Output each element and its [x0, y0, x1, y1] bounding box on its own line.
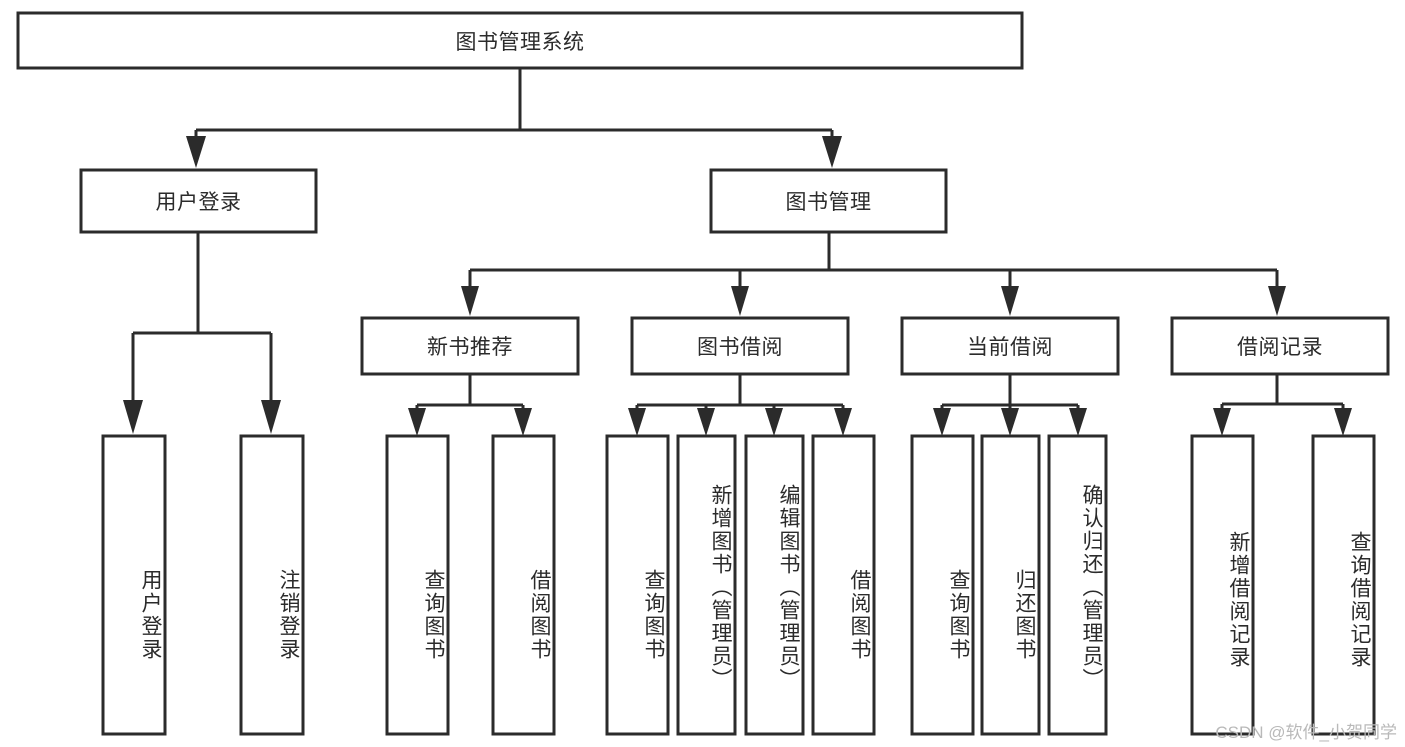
leaf-bb-3-box[interactable] — [811, 434, 876, 736]
node-user-login-box[interactable] — [79, 168, 318, 234]
arrow-to-leaf-nbr-0 — [408, 408, 426, 436]
node-root-box[interactable] — [16, 11, 1024, 70]
arrow-to-book-manage — [822, 136, 842, 168]
arrow-to-leaf-bb-0 — [628, 408, 646, 436]
leaf-nbr-1-box[interactable] — [491, 434, 556, 736]
node-new-book-recommend-box[interactable] — [360, 316, 580, 376]
leaf-bb-0-box[interactable] — [605, 434, 670, 736]
leaf-br-1-box[interactable] — [1311, 434, 1376, 736]
leaf-br-0-box[interactable] — [1190, 434, 1255, 736]
leaf-cb-0-box[interactable] — [910, 434, 975, 736]
arrow-to-leaf-cb-1 — [1001, 408, 1019, 436]
node-borrow-record-box[interactable] — [1170, 316, 1390, 376]
leaf-user-login-0-box[interactable] — [101, 434, 167, 736]
arrow-to-leaf-user-login-1 — [261, 400, 281, 434]
arrow-to-borrow-record — [1268, 286, 1286, 316]
leaf-bb-1-box[interactable] — [676, 434, 737, 736]
arrow-to-leaf-br-0 — [1213, 408, 1231, 436]
arrow-to-leaf-user-login-0 — [123, 400, 143, 434]
arrow-to-leaf-br-1 — [1334, 408, 1352, 436]
arrow-to-leaf-cb-2 — [1069, 408, 1087, 436]
node-book-manage-box[interactable] — [709, 168, 948, 234]
leaf-nbr-0-box[interactable] — [385, 434, 450, 736]
arrow-to-leaf-bb-2 — [765, 408, 783, 436]
leaf-cb-1-box[interactable] — [980, 434, 1041, 736]
leaf-cb-2-box[interactable] — [1047, 434, 1108, 736]
leaf-bb-2-box[interactable] — [744, 434, 805, 736]
node-current-borrow-box[interactable] — [900, 316, 1120, 376]
arrow-to-leaf-bb-3 — [834, 408, 852, 436]
leaf-user-login-1-box[interactable] — [239, 434, 305, 736]
arrow-to-user-login — [186, 136, 206, 168]
arrow-to-leaf-bb-1 — [697, 408, 715, 436]
node-book-borrow-box[interactable] — [630, 316, 850, 376]
arrow-to-leaf-nbr-1 — [514, 408, 532, 436]
arrow-to-book-borrow — [731, 286, 749, 316]
arrow-to-new-book-recommend — [461, 286, 479, 316]
arrow-to-current-borrow — [1001, 286, 1019, 316]
arrow-to-leaf-cb-0 — [933, 408, 951, 436]
